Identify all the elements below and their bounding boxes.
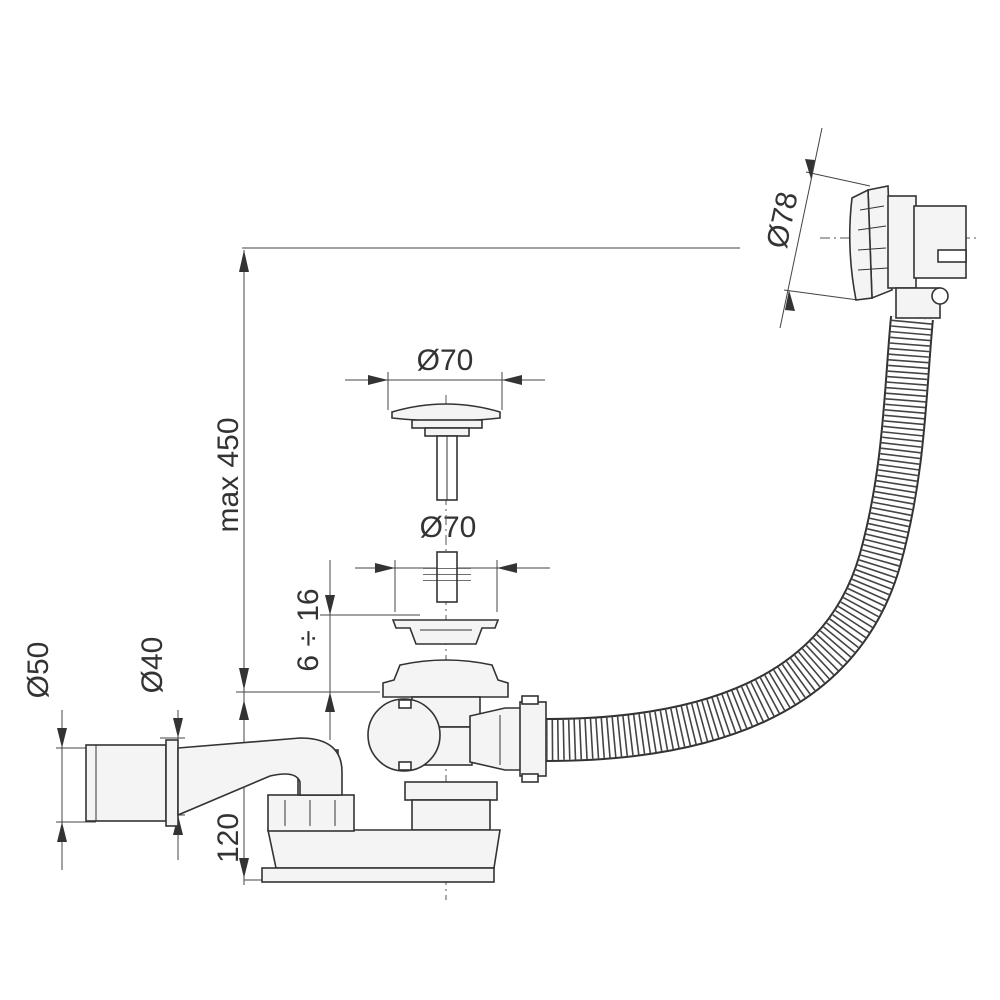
- overflow-dimension: Ø78: [761, 127, 871, 329]
- outlet-pipe: [85, 737, 343, 827]
- adjust-dimension: 6 ÷ 16: [292, 560, 420, 740]
- strainer-part: [391, 619, 500, 645]
- outlet-inner-label: Ø40: [136, 637, 169, 694]
- adjust-range-label: 6 ÷ 16: [292, 588, 325, 671]
- trap-base: [261, 749, 501, 883]
- outlet-outer-label: Ø50: [22, 642, 55, 699]
- strainer-diameter-label: Ø70: [420, 511, 477, 544]
- plug-dimension: Ø70: [345, 344, 545, 410]
- outlet-dimensions: Ø50 Ø40: [22, 637, 185, 870]
- strainer-dimension: Ø70: [355, 511, 550, 612]
- base-dimension: 120: [212, 700, 262, 881]
- plug-diameter-label: Ø70: [417, 344, 474, 377]
- drain-body: [367, 659, 547, 783]
- flexible-hose: [545, 315, 934, 762]
- height-max-label: max 450: [212, 417, 245, 532]
- height-dimension: max 450: [212, 247, 740, 885]
- spring-part: [423, 551, 471, 603]
- overflow-head: [848, 185, 967, 319]
- plug-part: [391, 403, 501, 501]
- base-height-label: 120: [212, 813, 245, 863]
